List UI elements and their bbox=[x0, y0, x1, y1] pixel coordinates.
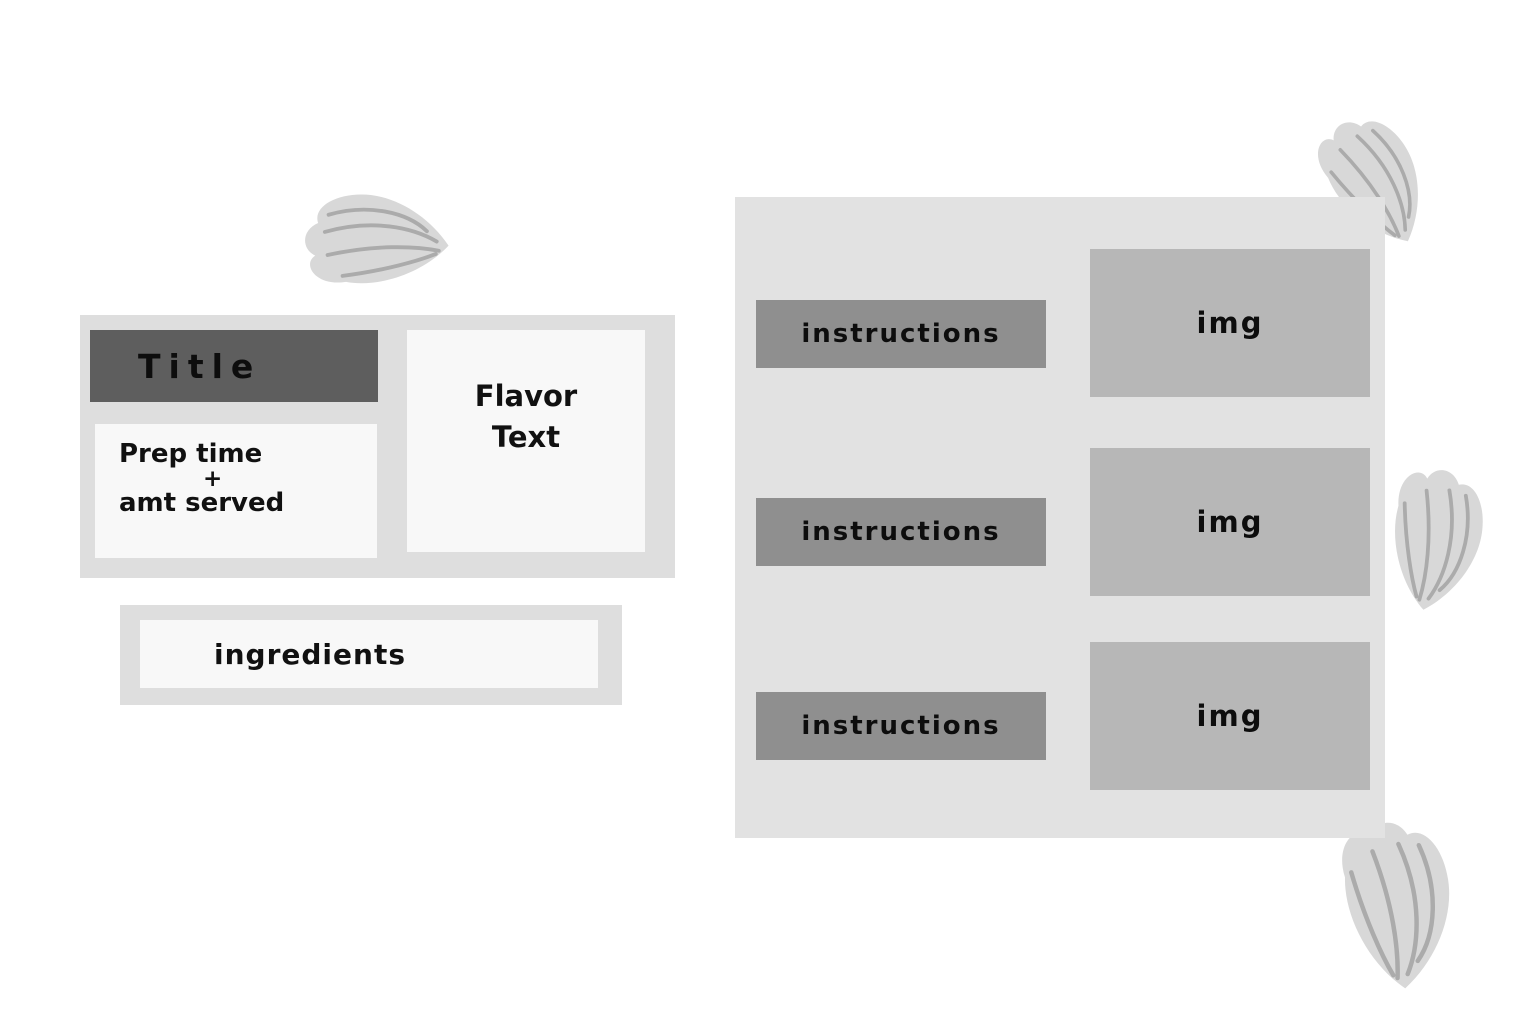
img-label: img bbox=[1196, 699, 1264, 733]
flavor-label-line1: Flavor bbox=[474, 379, 578, 413]
instructions-label: instructions bbox=[801, 319, 1001, 349]
instructions-label: instructions bbox=[801, 517, 1001, 547]
title-placeholder: Title bbox=[90, 330, 378, 402]
recipe-header-card: Title Prep time + amt served Flavor Text bbox=[80, 315, 675, 578]
ingredients-section: ingredients bbox=[120, 605, 622, 705]
prep-time-serving-placeholder: Prep time + amt served bbox=[95, 424, 377, 558]
image-placeholder: img bbox=[1090, 642, 1370, 790]
amount-served-line: amt served bbox=[119, 488, 285, 519]
instructions-placeholder: instructions bbox=[756, 692, 1046, 760]
flavor-text-placeholder: Flavor Text bbox=[407, 330, 645, 552]
image-placeholder: img bbox=[1090, 448, 1370, 596]
leaf-icon bbox=[1380, 427, 1501, 647]
img-label: img bbox=[1196, 505, 1264, 539]
instructions-placeholder: instructions bbox=[756, 300, 1046, 368]
instructions-placeholder: instructions bbox=[756, 498, 1046, 566]
plus-sign: + bbox=[203, 465, 223, 492]
leaf-icon bbox=[291, 176, 455, 296]
ingredients-label: ingredients bbox=[214, 637, 406, 671]
image-placeholder: img bbox=[1090, 249, 1370, 397]
flavor-label-line2: Text bbox=[491, 419, 561, 454]
instructions-panel: instructions img instructions img instru… bbox=[735, 197, 1385, 838]
ingredients-placeholder: ingredients bbox=[140, 620, 598, 688]
title-label: Title bbox=[138, 346, 262, 386]
img-label: img bbox=[1196, 306, 1264, 340]
prep-time-line: Prep time bbox=[119, 439, 263, 469]
instructions-label: instructions bbox=[801, 711, 1001, 741]
